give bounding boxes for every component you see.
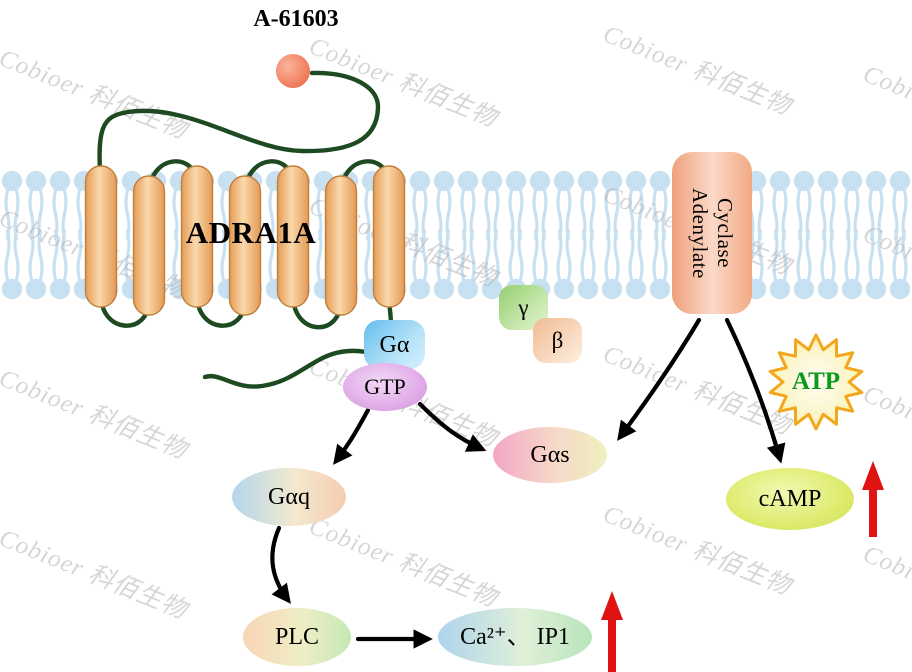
adenylate-cyclase-label-line1: Adenylate — [688, 187, 712, 279]
ligand-label: A-61603 — [253, 6, 339, 32]
atp-starburst — [768, 333, 864, 431]
camp-node: cAMP — [726, 468, 854, 530]
pathway-arrows — [270, 317, 786, 649]
arrow-gaq-to-plc — [270, 525, 291, 604]
adenylate-cyclase-box: Adenylate Cyclase — [672, 152, 752, 314]
tm-helix-3 — [180, 165, 214, 308]
c-terminus-tail — [202, 348, 369, 389]
tm-helix-1 — [84, 165, 118, 308]
g-beta-subunit: β — [533, 318, 582, 363]
arrow-gtp-to-gaq — [333, 407, 371, 465]
tm-helix-2 — [132, 175, 166, 316]
camp-up-arrow-icon — [862, 461, 884, 537]
arrow-gtp-to-gas — [417, 401, 487, 452]
gas-node: Gαs — [493, 427, 607, 483]
ca-ip1-up-arrow-icon — [601, 591, 623, 672]
receptor-label: ADRA1A — [185, 215, 317, 250]
ligand-ball — [276, 54, 310, 88]
plc-node: PLC — [243, 608, 351, 666]
tm-helix-4 — [228, 175, 262, 316]
gaq-node: Gαq — [232, 468, 346, 526]
tm-helix-7 — [372, 165, 406, 308]
g-alpha-subunit: Gα — [364, 320, 425, 369]
arrow-ac-to-gas — [617, 317, 702, 441]
receptor-helices — [84, 165, 406, 316]
arrow-ac-to-camp — [724, 317, 786, 464]
gtp-ellipse: GTP — [343, 363, 427, 411]
ca-ip1-node: Ca²⁺、 IP1 — [438, 608, 592, 666]
tm-helix-6 — [324, 175, 358, 316]
tm-helix-5 — [276, 165, 310, 308]
adenylate-cyclase-label-line2: Cyclase — [713, 198, 737, 268]
atp-label: ATP — [791, 368, 841, 395]
n-terminus-chain — [97, 70, 381, 193]
